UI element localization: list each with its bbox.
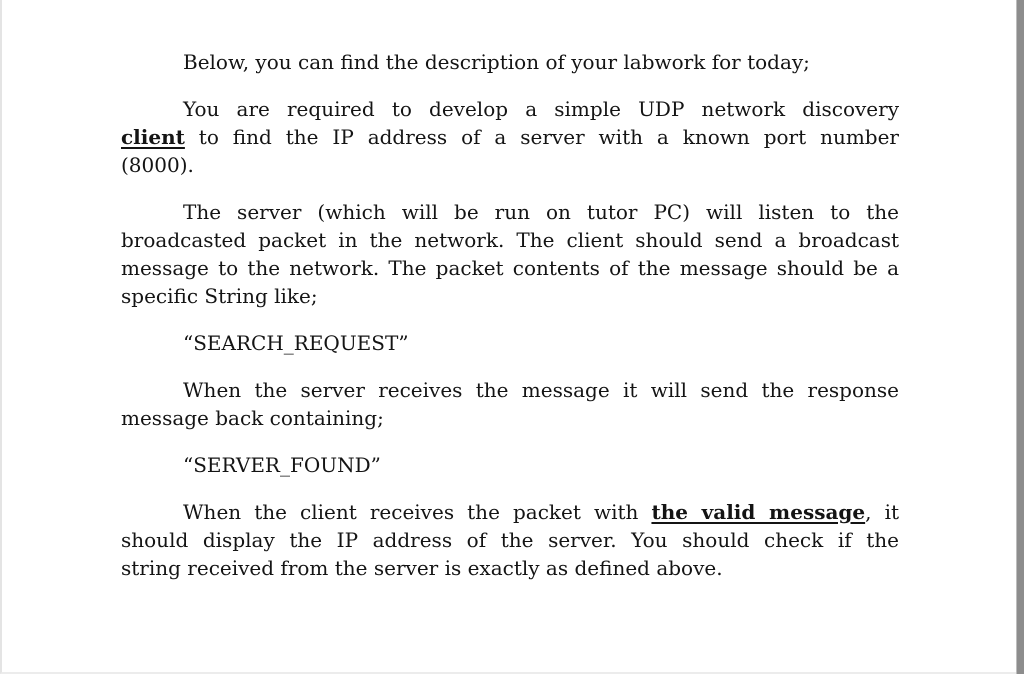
text-run: Below, you can find the description of y… [183, 50, 810, 74]
text-line: should display the IP address of the ser… [121, 526, 899, 554]
paragraph-requirement: You are required to develop a simple UDP… [121, 95, 899, 179]
document-text-block: Below, you can find the description of y… [121, 48, 899, 601]
text-run: You are required to develop a simple UDP… [183, 97, 899, 121]
text-line: string received from the server is exact… [121, 554, 899, 582]
paragraph-search-request-string: “SEARCH_REQUEST” [121, 329, 899, 357]
paragraph-server-description: The server (which will be run on tutor P… [121, 198, 899, 310]
emphasis-valid-message: the valid message [651, 500, 866, 524]
text-run: specific String like; [121, 284, 318, 308]
text-line: Below, you can find the description of y… [121, 48, 899, 76]
quoted-string-server-found: “SERVER_FOUND” [183, 453, 381, 477]
text-line: client to find the IP address of a serve… [121, 123, 899, 151]
text-run: (8000). [121, 153, 194, 177]
text-line: message back containing; [121, 404, 899, 432]
paragraph-server-response: When the server receives the message it … [121, 376, 899, 432]
text-line: The server (which will be run on tutor P… [121, 198, 899, 226]
text-line: (8000). [121, 151, 899, 179]
paragraph-server-found-string: “SERVER_FOUND” [121, 451, 899, 479]
text-line: broadcasted packet in the network. The c… [121, 226, 899, 254]
text-run: message to the network. The packet conte… [121, 256, 899, 280]
text-run: When the client receives the packet with [183, 500, 652, 524]
text-run: When the server receives the message it … [183, 378, 899, 402]
emphasis-client: client [121, 125, 185, 149]
text-run: message back containing; [121, 406, 384, 430]
right-edge-band [1016, 0, 1024, 674]
paragraph-intro: Below, you can find the description of y… [121, 48, 899, 76]
quoted-string-search-request: “SEARCH_REQUEST” [183, 331, 409, 355]
text-line: When the client receives the packet with… [121, 498, 899, 526]
text-line: “SEARCH_REQUEST” [121, 329, 899, 357]
text-line: specific String like; [121, 282, 899, 310]
text-line: You are required to develop a simple UDP… [121, 95, 899, 123]
text-run: The server (which will be run on tutor P… [183, 200, 899, 224]
text-run: , it [865, 500, 899, 524]
text-run: should display the IP address of the ser… [121, 528, 899, 552]
text-run: string received from the server is exact… [121, 556, 723, 580]
paragraph-client-behavior: When the client receives the packet with… [121, 498, 899, 582]
text-line: message to the network. The packet conte… [121, 254, 899, 282]
text-run: to find the IP address of a server with … [184, 125, 899, 149]
text-run: broadcasted packet in the network. The c… [121, 228, 899, 252]
text-line: “SERVER_FOUND” [121, 451, 899, 479]
text-line: When the server receives the message it … [121, 376, 899, 404]
